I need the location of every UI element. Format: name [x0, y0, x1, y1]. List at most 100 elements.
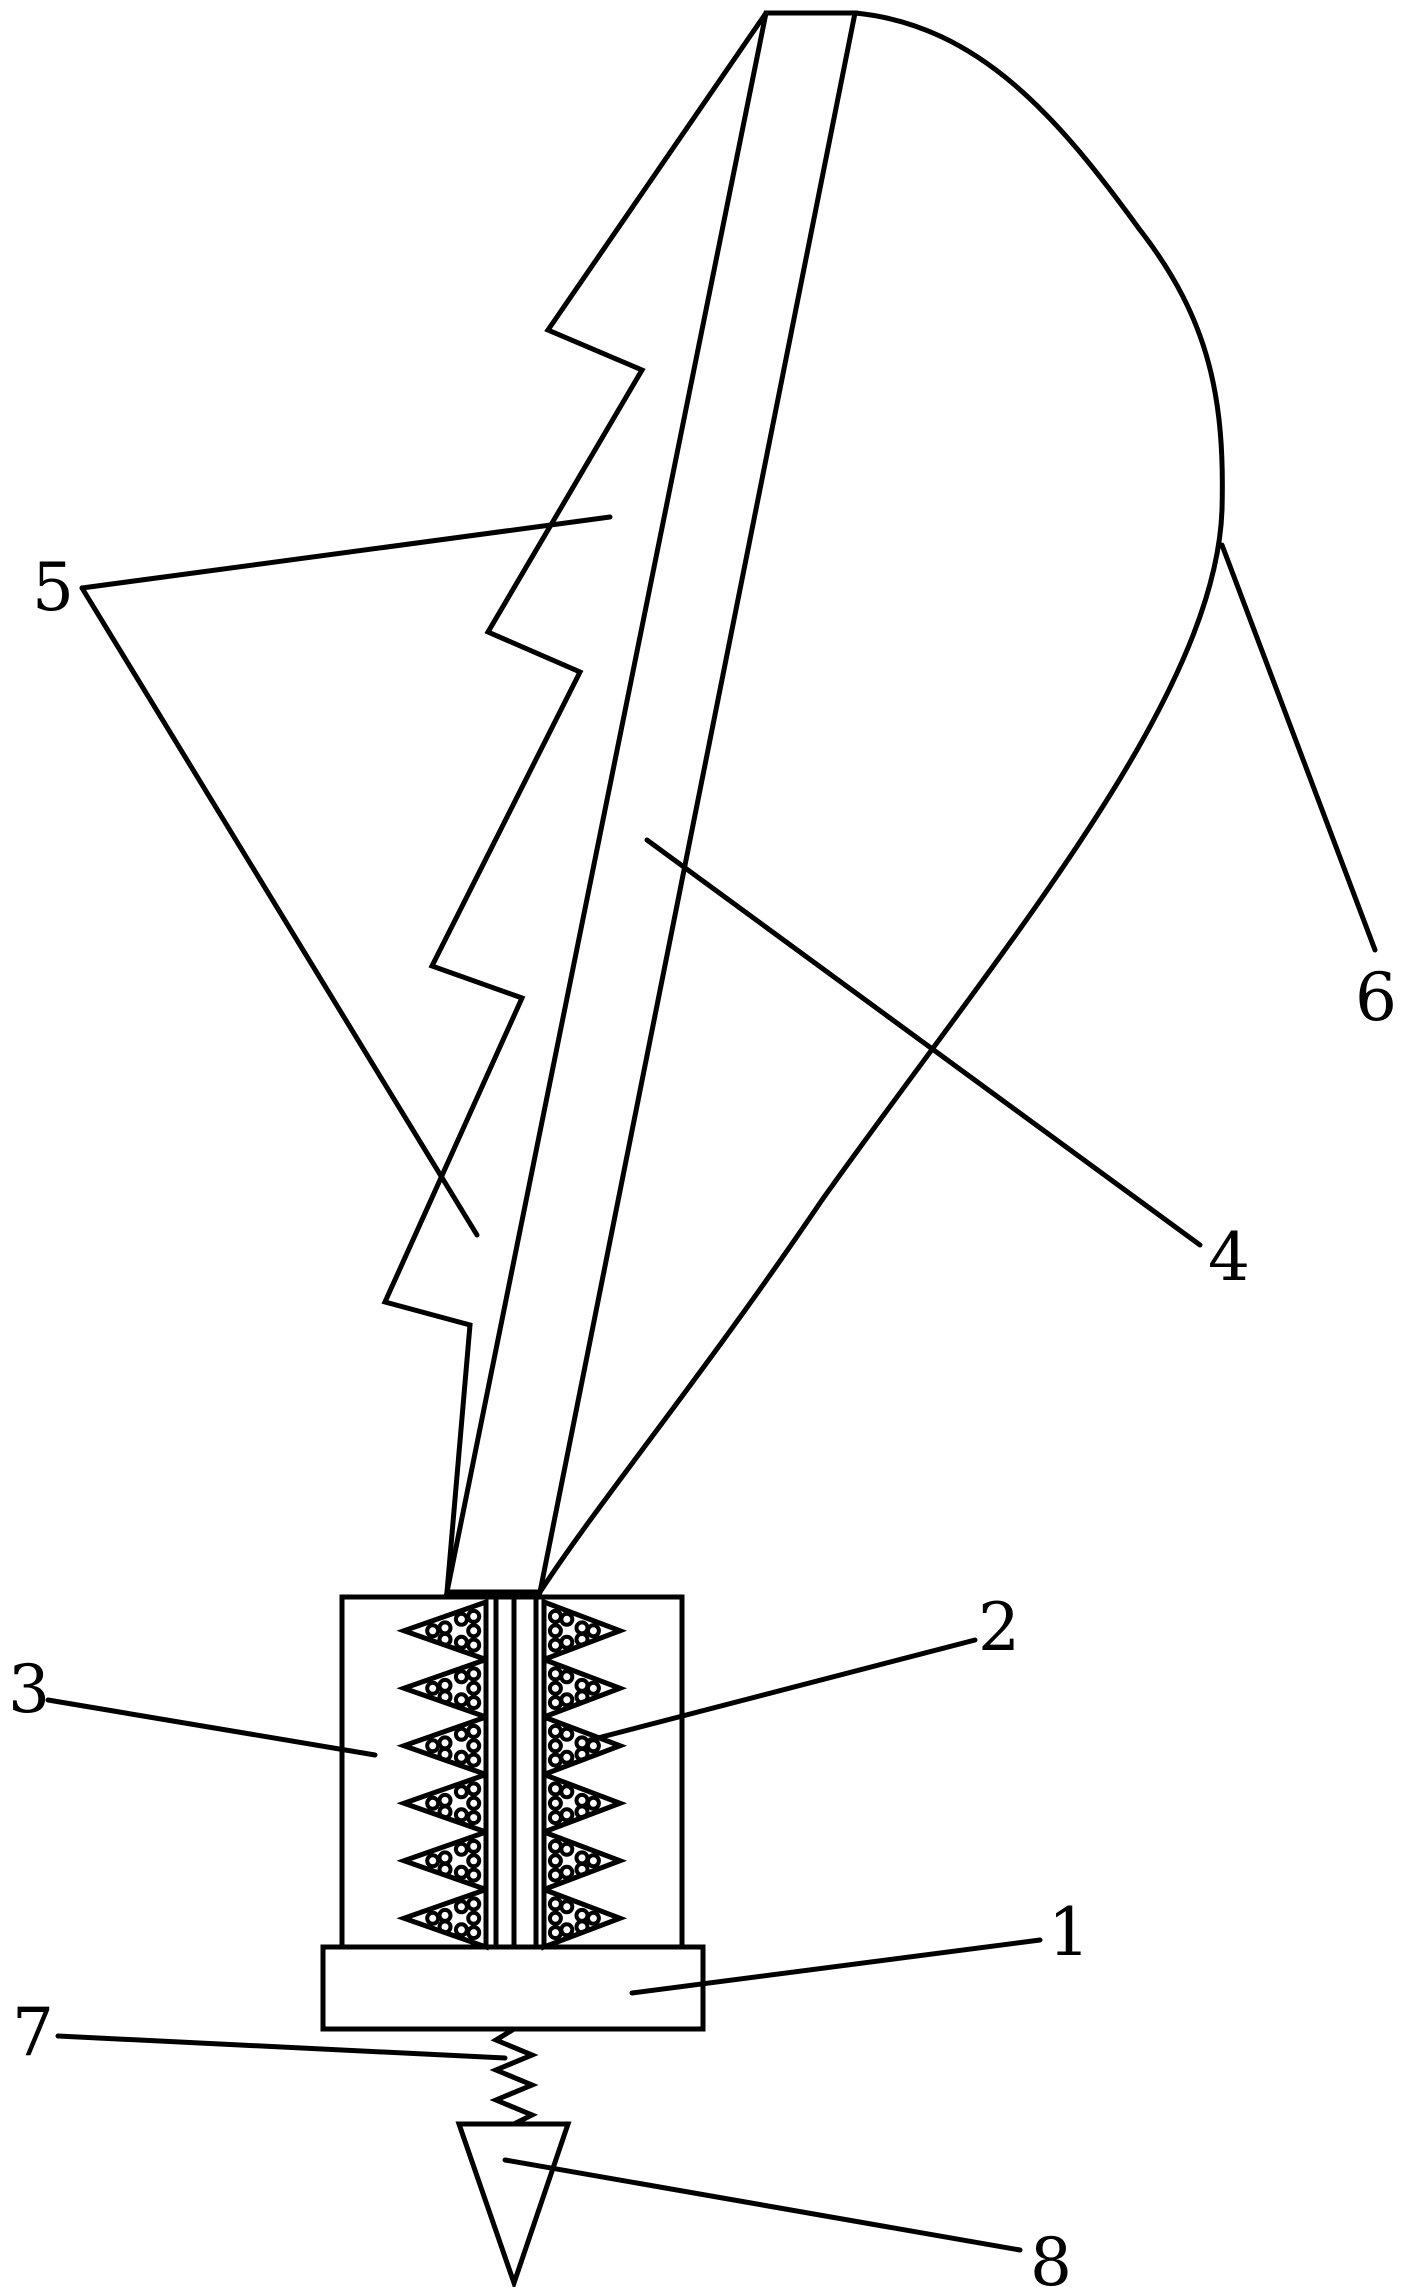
particle [547, 1723, 563, 1739]
particle [559, 1922, 575, 1938]
particle [466, 1608, 482, 1624]
particle [466, 1723, 482, 1739]
label-8: 8 [1030, 2224, 1072, 2287]
particle [547, 1680, 563, 1696]
particle [437, 1677, 453, 1693]
particle [547, 1853, 563, 1869]
curved-sail-part-6 [537, 10, 1225, 1595]
particle [585, 1795, 601, 1811]
particle [453, 1784, 469, 1800]
particle [466, 1623, 482, 1639]
particle [437, 1620, 453, 1636]
particle [574, 1746, 590, 1762]
particle [574, 1677, 590, 1693]
left-teeth [396, 1598, 489, 1951]
label-5: 5 [32, 549, 74, 626]
leader-3 [45, 1697, 378, 1758]
particle [437, 1631, 453, 1647]
particle [466, 1666, 482, 1682]
particle [437, 1850, 453, 1866]
particle [437, 1804, 453, 1820]
particle [437, 1907, 453, 1923]
particle [453, 1692, 469, 1708]
particle [437, 1746, 453, 1762]
particle [559, 1841, 575, 1857]
particle [437, 1735, 453, 1751]
particle [466, 1867, 482, 1883]
label-6: 6 [1355, 959, 1397, 1036]
particle [559, 1634, 575, 1650]
particle [574, 1850, 590, 1866]
leader-6 [1219, 542, 1378, 953]
particle [547, 1810, 563, 1826]
particle [547, 1666, 563, 1682]
particle [453, 1864, 469, 1880]
particle [559, 1807, 575, 1823]
particle [466, 1781, 482, 1797]
particle [453, 1669, 469, 1685]
leader-5a [79, 514, 613, 591]
label-4: 4 [1208, 1219, 1250, 1296]
particle [466, 1695, 482, 1711]
label-1: 1 [1048, 1894, 1090, 1971]
particle [453, 1841, 469, 1857]
leader-7 [55, 2033, 508, 2061]
particle [466, 1925, 482, 1941]
strip-part-4 [443, 10, 859, 1595]
particle [466, 1795, 482, 1811]
particle [453, 1922, 469, 1938]
particle [425, 1738, 441, 1754]
particle [453, 1726, 469, 1742]
label-7: 7 [12, 1994, 54, 2071]
particle [547, 1896, 563, 1912]
central-rod-part-2 [493, 1594, 539, 1950]
particle [466, 1853, 482, 1869]
particle [425, 1795, 441, 1811]
particle [547, 1925, 563, 1941]
leader-4 [644, 837, 1203, 1248]
particle [547, 1781, 563, 1797]
particle [425, 1680, 441, 1696]
particle [574, 1804, 590, 1820]
particle [559, 1726, 575, 1742]
particle [453, 1749, 469, 1765]
particle [425, 1623, 441, 1639]
particle [547, 1752, 563, 1768]
particle [425, 1910, 441, 1926]
particle [574, 1631, 590, 1647]
particle [574, 1919, 590, 1935]
particle [574, 1907, 590, 1923]
particle [547, 1795, 563, 1811]
particle [453, 1899, 469, 1915]
particle [559, 1784, 575, 1800]
particle [559, 1692, 575, 1708]
particle [547, 1623, 563, 1639]
particle [574, 1620, 590, 1636]
particle [437, 1861, 453, 1877]
particle [585, 1910, 601, 1926]
particle [425, 1853, 441, 1869]
particle [585, 1623, 601, 1639]
cone-tip-part-8 [455, 2121, 572, 2287]
particle [466, 1896, 482, 1912]
particle [466, 1680, 482, 1696]
particle [585, 1853, 601, 1869]
particle [559, 1864, 575, 1880]
particle [547, 1695, 563, 1711]
leader-5b [79, 585, 480, 1238]
particle [574, 1735, 590, 1751]
serrated-edge-part-5 [381, 10, 769, 1595]
particle [574, 1689, 590, 1705]
label-3: 3 [8, 1651, 50, 1728]
particle [466, 1810, 482, 1826]
particle [437, 1689, 453, 1705]
particle [466, 1637, 482, 1653]
particle [574, 1792, 590, 1808]
particle [466, 1752, 482, 1768]
particle [453, 1611, 469, 1627]
particle [559, 1611, 575, 1627]
spring-part-7 [489, 2026, 539, 2127]
label-2: 2 [978, 1589, 1020, 1666]
particle [559, 1899, 575, 1915]
